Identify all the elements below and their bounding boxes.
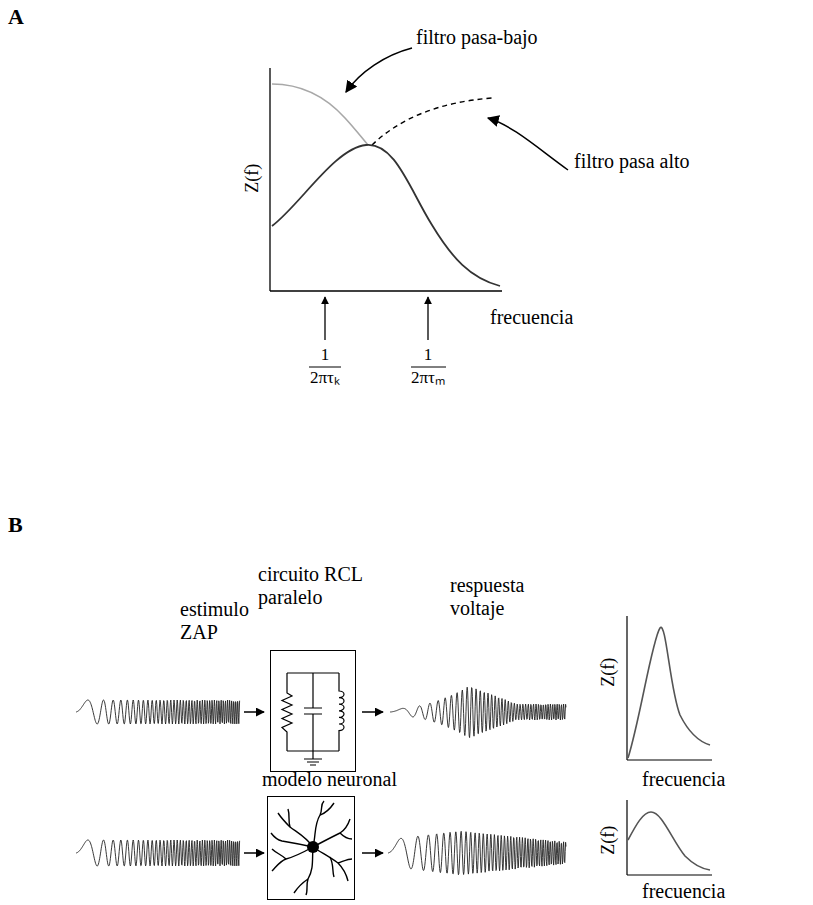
tick-arrow <box>427 297 428 340</box>
fraction-bar <box>309 367 341 368</box>
label-text: estimulo ZAP <box>180 598 260 644</box>
tick-arrow <box>324 297 325 340</box>
low-pass-curve <box>272 84 368 145</box>
high-pass-curve <box>372 98 492 145</box>
panel-letter: B <box>8 512 23 537</box>
axis-label: frecuencia <box>490 306 573 329</box>
label-text: filtro pasa-bajo <box>416 26 538 49</box>
voltage-response <box>388 831 566 874</box>
axis-label: Z(f) <box>598 658 619 687</box>
label-text: 1 <box>321 345 330 365</box>
circuit-box: circuito RCL paralelo <box>258 563 373 772</box>
axis-label: frecuencia <box>642 768 725 791</box>
zap-stimulus <box>76 840 240 866</box>
axis-label: frecuencia <box>642 880 725 903</box>
axis-label: Z(f) <box>242 164 263 193</box>
chart-axes <box>270 68 502 291</box>
panel-letter: A <box>8 4 24 29</box>
fraction-bar <box>411 367 446 368</box>
label-text: 2πτₘ <box>411 368 445 388</box>
outline-box <box>267 796 355 900</box>
box-heading: circuito RCL paralelo <box>258 563 373 609</box>
impedance-curve <box>628 627 710 758</box>
voltage-response <box>390 687 566 737</box>
impedance-curve <box>628 812 710 870</box>
label-text: 1 <box>424 345 433 365</box>
leader-arrow <box>346 48 412 92</box>
box-heading: modelo neuronal <box>262 768 432 791</box>
neuron-model-box: modelo neuronal <box>262 768 432 900</box>
chart-axes <box>627 616 712 875</box>
rcl-circuit-symbol <box>271 651 354 770</box>
label-text: filtro pasa alto <box>574 150 690 173</box>
axis-label: Z(f) <box>598 826 619 855</box>
leader-arrow <box>488 118 568 170</box>
label-text: respuesta voltaje <box>450 574 535 620</box>
neuron-symbol <box>268 797 353 898</box>
impedance-curve <box>272 145 500 286</box>
label-text: 2πτₖ <box>310 368 340 388</box>
outline-box <box>270 650 356 772</box>
zap-stimulus <box>76 700 240 724</box>
